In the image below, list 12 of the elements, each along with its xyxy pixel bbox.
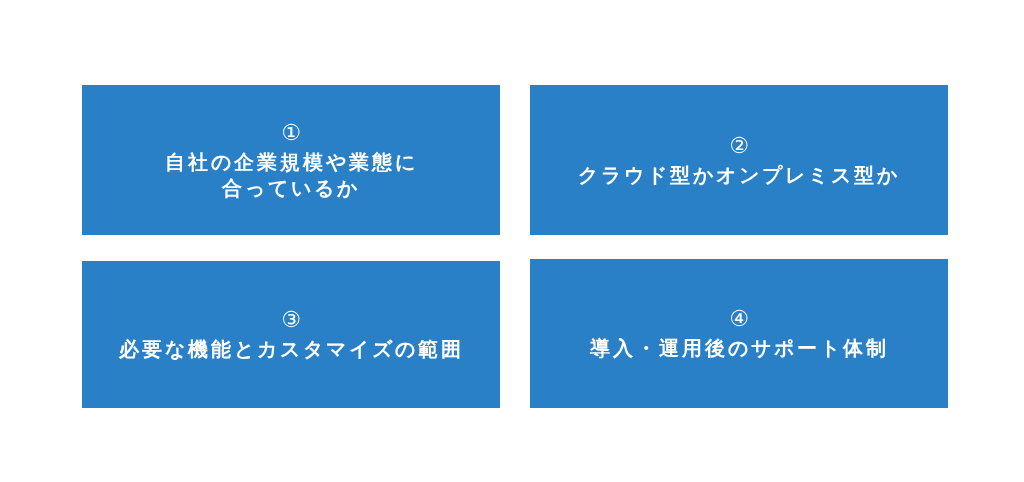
item-text: クラウド型かオンプレミス型か bbox=[578, 161, 900, 188]
item-box bbox=[530, 259, 948, 408]
item-box bbox=[530, 85, 948, 235]
item-text: 必要な機能とカスタマイズの範囲 bbox=[118, 336, 464, 362]
number-label: ① bbox=[281, 119, 301, 146]
number-label: ④ bbox=[729, 306, 749, 332]
item-box bbox=[82, 85, 500, 235]
item-text: 自社の企業規模や業態に合っているか bbox=[163, 148, 419, 201]
item-text: 導入・運用後のサポート体制 bbox=[589, 335, 889, 361]
number-label: ② bbox=[729, 132, 749, 159]
item-box bbox=[82, 261, 500, 408]
number-label: ③ bbox=[281, 307, 301, 333]
